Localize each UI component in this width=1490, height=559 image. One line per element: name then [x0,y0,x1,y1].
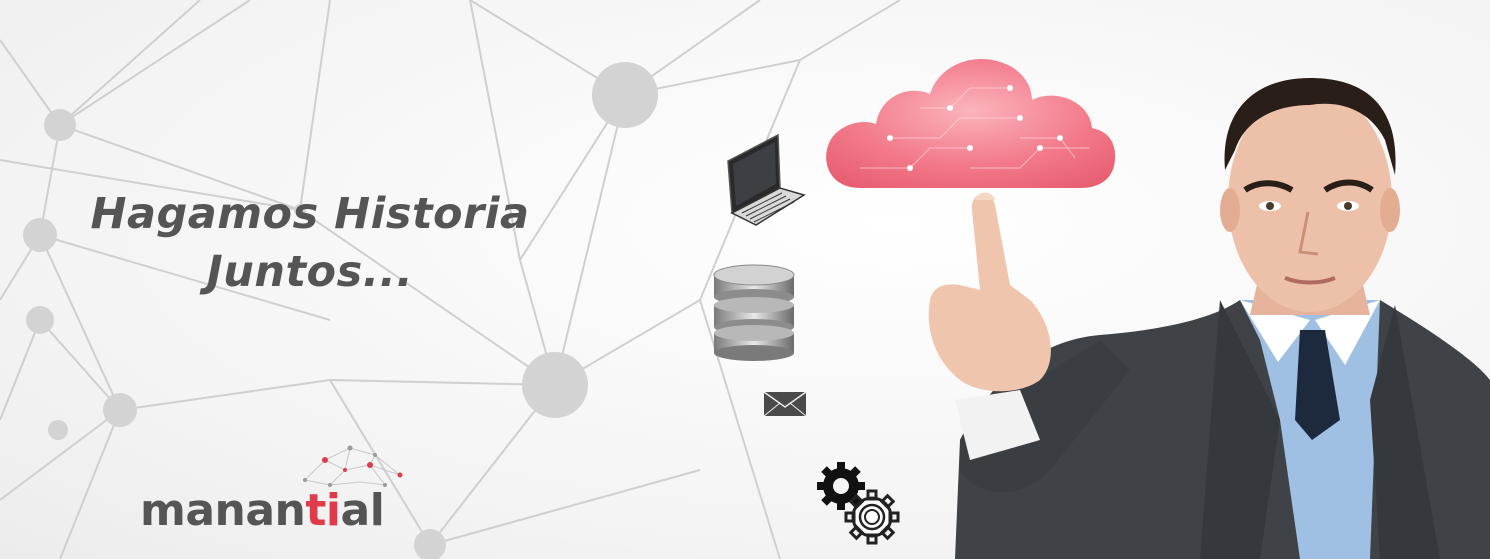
brand-logo: manantial [140,440,420,540]
database-icon [713,264,795,361]
businessman-illustration [928,78,1490,559]
logo-text-accent: ti [305,485,341,536]
headline-line-1: Hagamos Historia [90,189,530,239]
envelope-icon [763,391,807,417]
logo-wordmark: manantial [140,485,385,536]
logo-network-icon [303,445,403,487]
headline-line-2: Juntos... [206,247,414,297]
logo-text-part-1: manan [140,485,306,536]
headline: Hagamos Historia Juntos... [60,185,560,301]
laptop-icon [727,133,806,226]
gears-icon [817,462,900,545]
logo-text-part-3: al [340,485,385,536]
cloud-icon [826,58,1116,188]
